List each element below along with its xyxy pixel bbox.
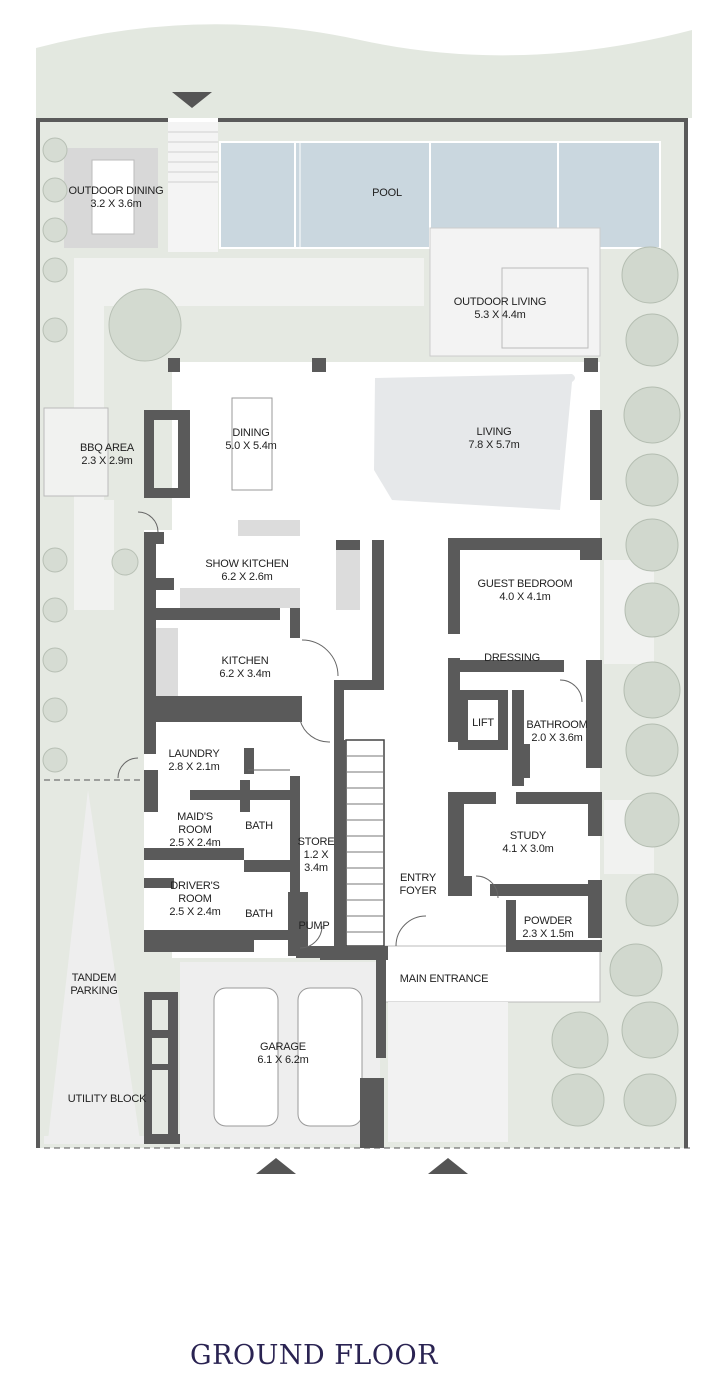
room-main-entrance: MAIN ENTRANCE bbox=[399, 973, 489, 985]
room-lift: LIFT bbox=[472, 717, 494, 729]
room-pool: POOL bbox=[372, 187, 402, 199]
entry-arrow-top bbox=[172, 92, 212, 108]
walls bbox=[36, 118, 688, 1148]
outdoor-living-deck bbox=[429, 227, 601, 357]
room-bath-2: BATH bbox=[245, 908, 273, 920]
room-utility-block: UTILITY BLOCK bbox=[67, 1093, 147, 1105]
room-dressing: DRESSING bbox=[484, 652, 540, 664]
dining-table bbox=[231, 397, 273, 491]
floor-title: GROUND FLOOR bbox=[190, 1340, 438, 1371]
living-rug bbox=[374, 374, 575, 510]
room-tandem-parking: TANDEM PARKING bbox=[70, 972, 118, 997]
entry-arrow-main bbox=[428, 1158, 468, 1174]
room-entry-foyer: ENTRY FOYER bbox=[399, 872, 437, 897]
room-bath-1: BATH bbox=[245, 820, 273, 832]
garage-car-2 bbox=[297, 987, 363, 1127]
pool-steps bbox=[168, 122, 218, 252]
tandem-parking-area bbox=[48, 790, 140, 1140]
landscape-top bbox=[36, 24, 692, 118]
room-pump: PUMP bbox=[298, 920, 330, 932]
garage-car-1 bbox=[213, 987, 279, 1127]
entry-arrow-garage bbox=[256, 1158, 296, 1174]
main-stair bbox=[345, 739, 385, 947]
